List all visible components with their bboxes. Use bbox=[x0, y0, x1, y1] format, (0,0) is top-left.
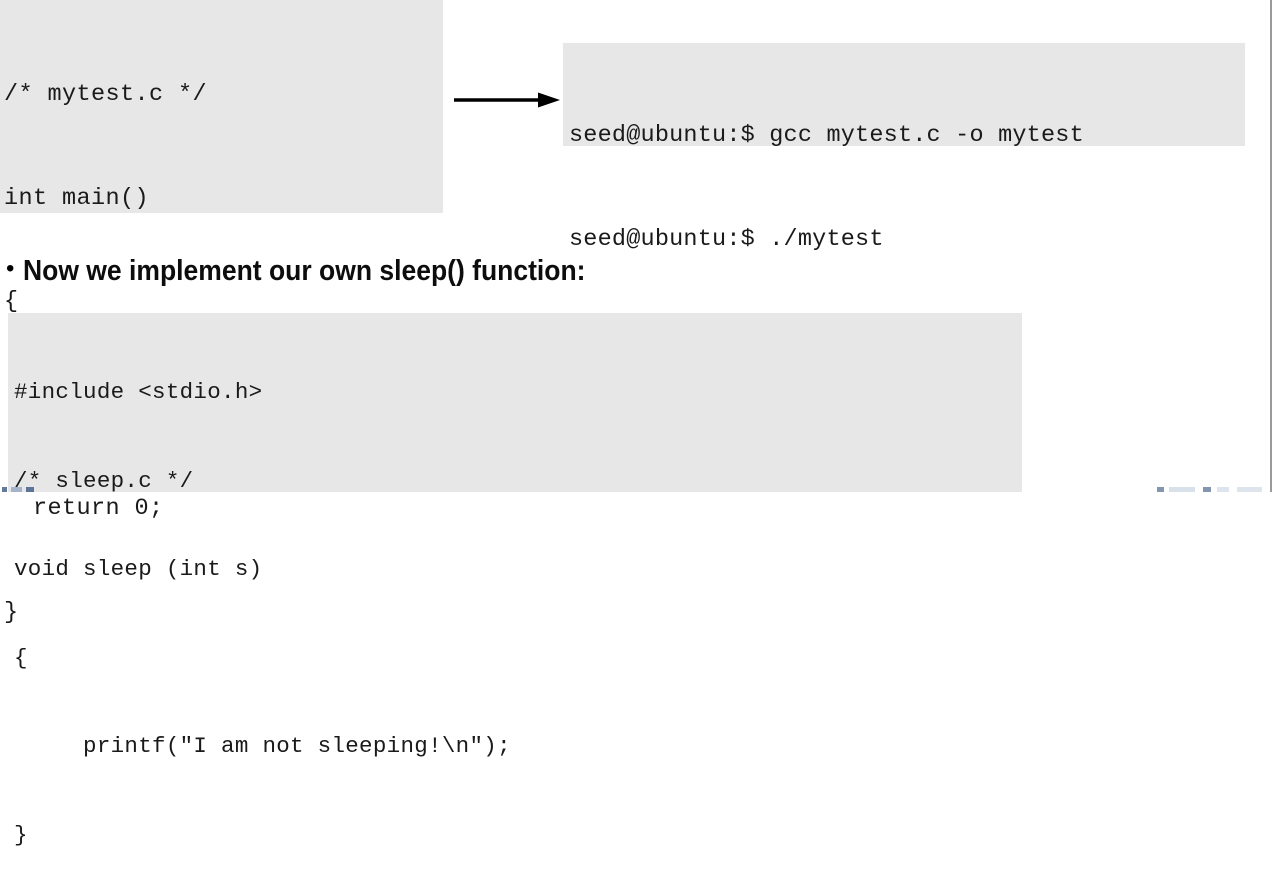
code-line: #include <stdio.h> bbox=[14, 379, 263, 405]
code-line: { bbox=[14, 644, 28, 671]
sleep-source-code-block: #include <stdio.h> /* sleep.c */ void sl… bbox=[8, 313, 1022, 848]
code-line: void sleep (int s) bbox=[14, 556, 263, 582]
code-line: } bbox=[4, 598, 19, 626]
bullet-marker-icon: • bbox=[6, 255, 15, 282]
terminal-line: seed@ubuntu:$ ./mytest bbox=[569, 225, 884, 253]
bullet-item-label: Now we implement our own sleep() functio… bbox=[23, 254, 586, 287]
bullet-list-item: • Now we implement our own sleep() funct… bbox=[6, 250, 906, 292]
code-line: printf("I am not sleeping!\n"); bbox=[14, 733, 511, 759]
terminal-line: seed@ubuntu:$ gcc mytest.c -o mytest bbox=[569, 122, 1084, 149]
code-line: int main() bbox=[4, 184, 150, 212]
clipped-footer-artifact-left bbox=[2, 487, 42, 492]
terminal-output-block: seed@ubuntu:$ gcc mytest.c -o mytest see… bbox=[563, 43, 1245, 356]
code-line: return 0; bbox=[4, 495, 164, 522]
slide-edge-divider bbox=[1270, 0, 1272, 492]
mytest-source-code-block: /* mytest.c */ int main() { sleep(1); re… bbox=[0, 0, 443, 626]
code-line: { bbox=[4, 288, 19, 315]
clipped-footer-artifact-right bbox=[1157, 487, 1262, 492]
code-line: } bbox=[14, 821, 28, 848]
code-line: /* mytest.c */ bbox=[4, 81, 208, 108]
right-arrow-icon bbox=[452, 86, 562, 114]
